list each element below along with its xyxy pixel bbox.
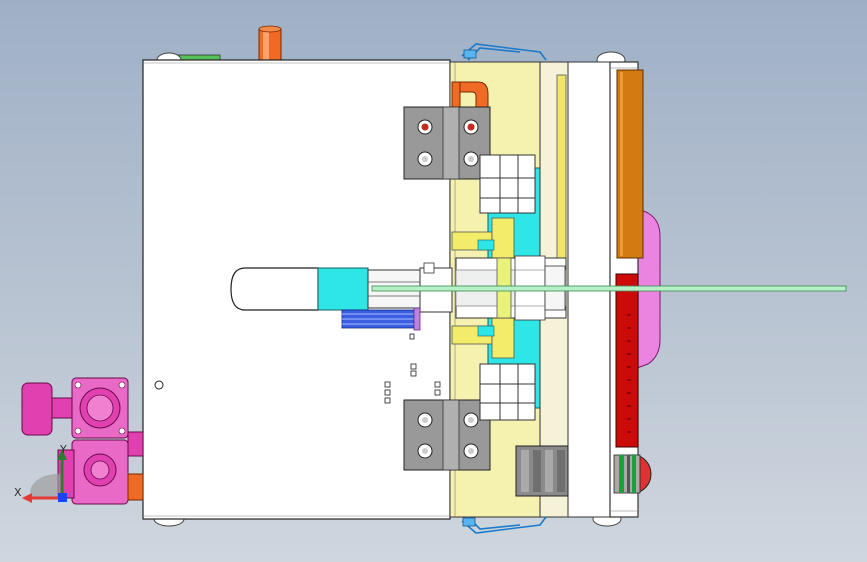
top-cooling-fitting — [258, 25, 282, 61]
slide-cyan — [317, 267, 369, 311]
slot-marks — [384, 333, 441, 404]
pink-motor-upper — [21, 377, 144, 457]
hinge-bottom — [403, 399, 491, 471]
ejector-pins-blue — [341, 307, 421, 331]
guide-block-bottom — [479, 363, 536, 421]
connector-stack — [613, 454, 652, 494]
runner-slot — [230, 267, 319, 311]
guide-block-top — [479, 154, 536, 214]
red-bar — [615, 273, 639, 448]
hinge-top — [403, 106, 491, 180]
screw-hole — [154, 380, 164, 390]
cylinder-block — [515, 445, 569, 497]
core-pin-long — [371, 285, 847, 292]
red-bar-slots — [627, 314, 631, 433]
axis-x-label: X — [14, 486, 22, 499]
coordinate-triad: Y X — [14, 443, 67, 503]
axis-y-label: Y — [59, 443, 67, 456]
